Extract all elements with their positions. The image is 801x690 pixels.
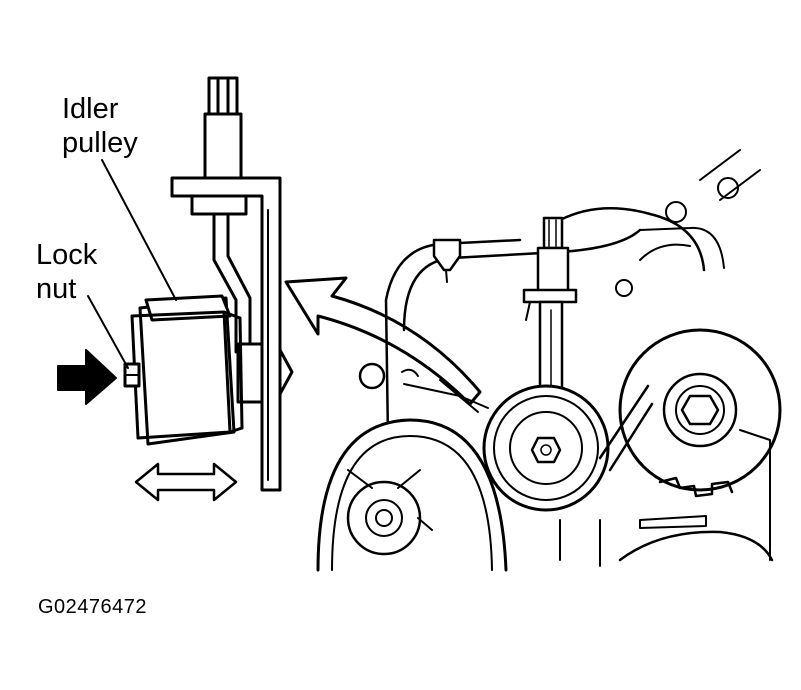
lock-nut xyxy=(123,362,141,388)
removal-direction-arrow-icon xyxy=(284,276,482,406)
lock-nut-label-line1: Lock xyxy=(36,239,98,271)
right-pulley xyxy=(618,328,782,498)
lock-nut-label-line2: nut xyxy=(36,273,77,305)
crankshaft-pulley xyxy=(316,418,508,572)
idler-pulley-label-line1: Idler xyxy=(62,93,119,125)
idler-pulley-label-line2: pulley xyxy=(62,127,138,159)
tensioner-stud xyxy=(203,76,243,180)
lock-nut-leader xyxy=(87,295,129,369)
adjust-double-arrow-icon xyxy=(134,462,238,502)
idler-pulley-label: Idler pulley xyxy=(62,92,138,160)
idler-pulley-leader xyxy=(101,159,177,301)
idler-pulley xyxy=(130,294,244,446)
tensioner-stud-installed xyxy=(522,216,578,400)
lock-nut-label: Lock nut xyxy=(36,238,97,306)
figure-id: G02476472 xyxy=(38,596,148,618)
idler-pulley-installed xyxy=(482,384,610,512)
drive-belt xyxy=(598,384,654,472)
idler-pulley-detail xyxy=(57,76,294,502)
engine-front-view xyxy=(316,149,782,572)
push-direction-arrow-icon xyxy=(57,349,117,405)
